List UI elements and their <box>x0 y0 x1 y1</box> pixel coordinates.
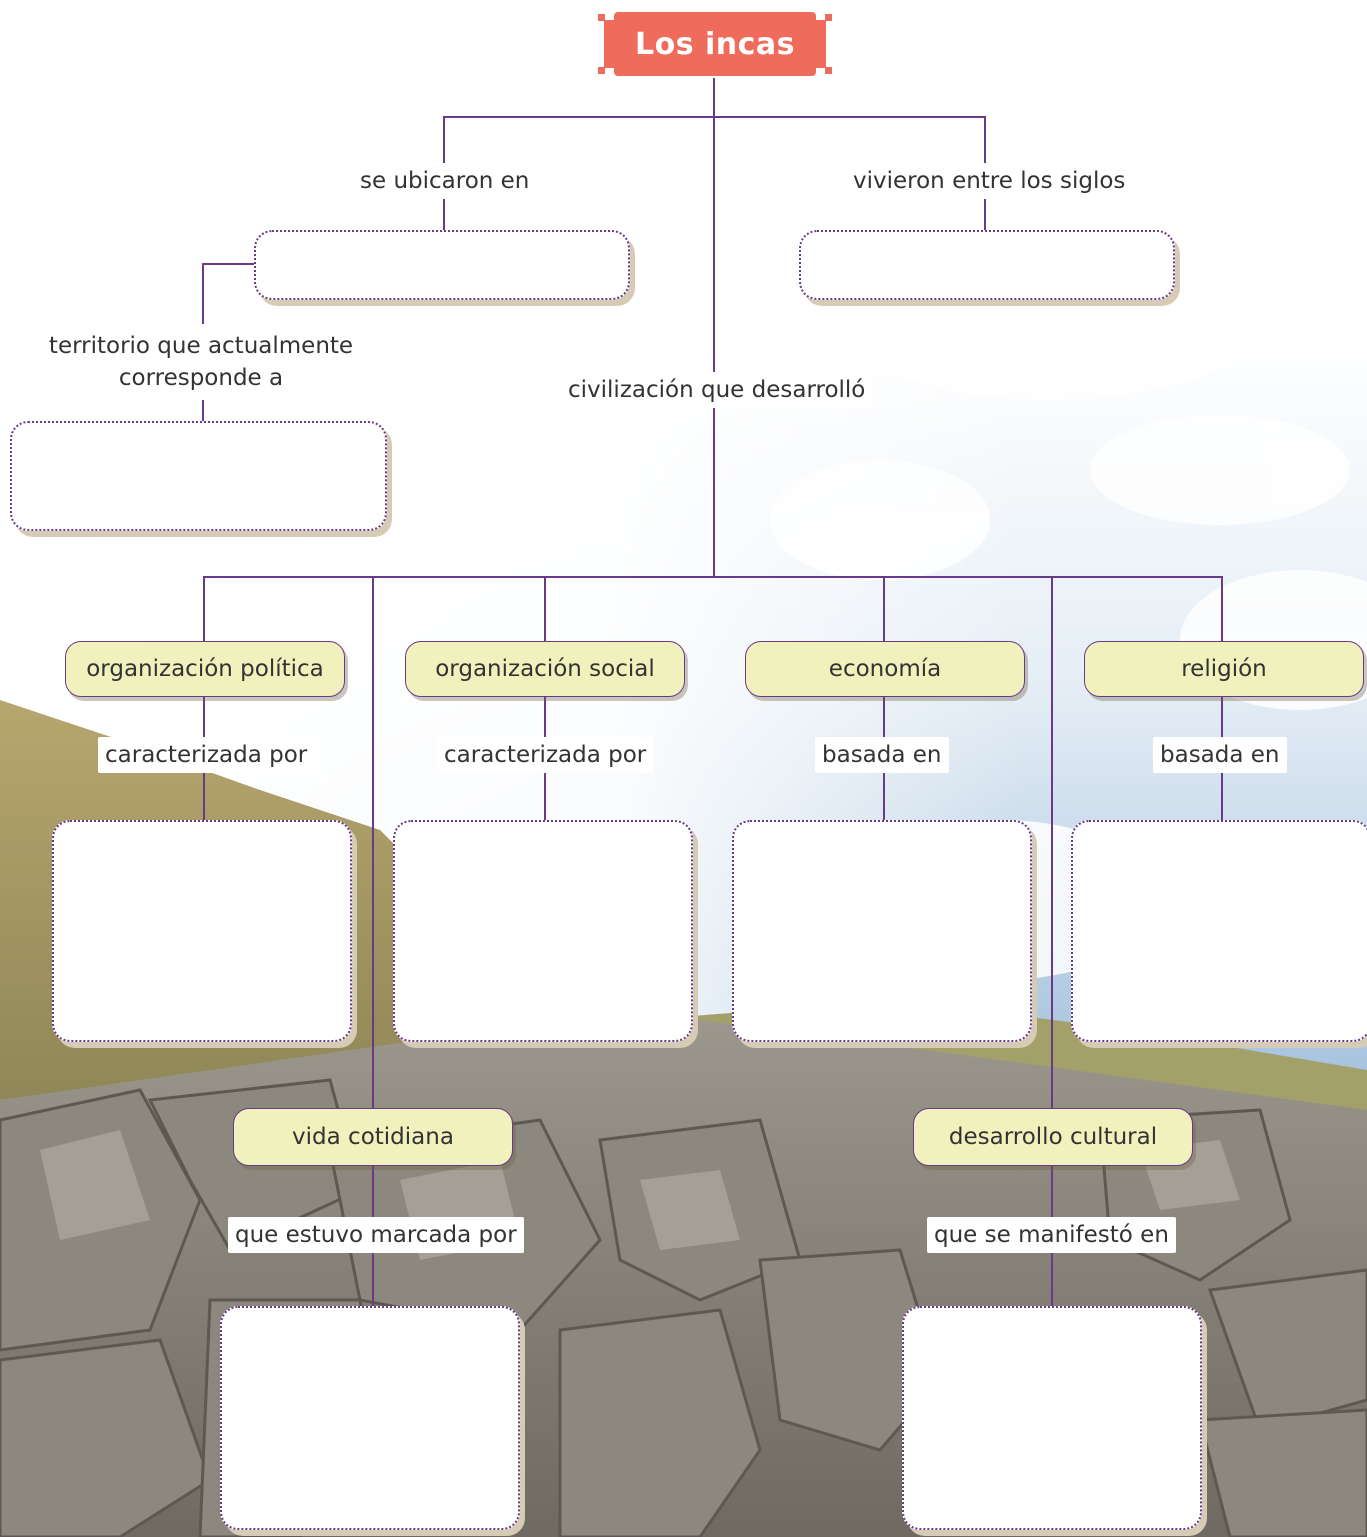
answer-box-territory[interactable] <box>10 421 387 531</box>
connector-label-social: caracterizada por <box>437 737 654 773</box>
answer-box-centuries[interactable] <box>799 230 1175 300</box>
node-economy: economía <box>745 641 1025 697</box>
connector-line <box>203 576 1222 578</box>
connector-line <box>372 576 374 1306</box>
connector-label-cultural: que se manifestó en <box>927 1217 1176 1253</box>
connector-line <box>203 576 205 820</box>
connector-label-located: se ubicaron en <box>353 163 537 199</box>
map-title: Los incas <box>598 12 832 76</box>
answer-box-religion[interactable] <box>1071 820 1367 1042</box>
connector-line <box>544 576 546 820</box>
answer-box-economy[interactable] <box>732 820 1032 1042</box>
connector-line <box>1051 576 1053 1306</box>
connector-label-political: caracterizada por <box>98 737 315 773</box>
connector-label-developed: civilización que desarrolló <box>561 372 873 408</box>
map-title-text: Los incas <box>634 26 796 62</box>
connector-label-religion: basada en <box>1153 737 1287 773</box>
answer-box-social[interactable] <box>393 820 693 1042</box>
answer-box-location[interactable] <box>254 230 630 300</box>
connector-line <box>713 78 715 578</box>
node-cultural-development: desarrollo cultural <box>913 1108 1193 1166</box>
connector-label-daily: que estuvo marcada por <box>228 1217 524 1253</box>
node-social-organization: organización social <box>405 641 685 697</box>
connector-line <box>1221 576 1223 820</box>
connector-label-economy: basada en <box>815 737 949 773</box>
answer-box-daily-life[interactable] <box>220 1306 520 1530</box>
connector-line <box>202 263 256 265</box>
connector-label-lived: vivieron entre los siglos <box>846 163 1133 199</box>
node-religion: religión <box>1084 641 1364 697</box>
connector-line <box>883 576 885 820</box>
connector-label-territory: territorio que actualmente corresponde a <box>32 324 370 400</box>
connector-line <box>443 116 985 118</box>
node-political-organization: organización política <box>65 641 345 697</box>
answer-box-political[interactable] <box>52 820 352 1042</box>
node-daily-life: vida cotidiana <box>233 1108 513 1166</box>
answer-box-cultural[interactable] <box>902 1306 1202 1530</box>
